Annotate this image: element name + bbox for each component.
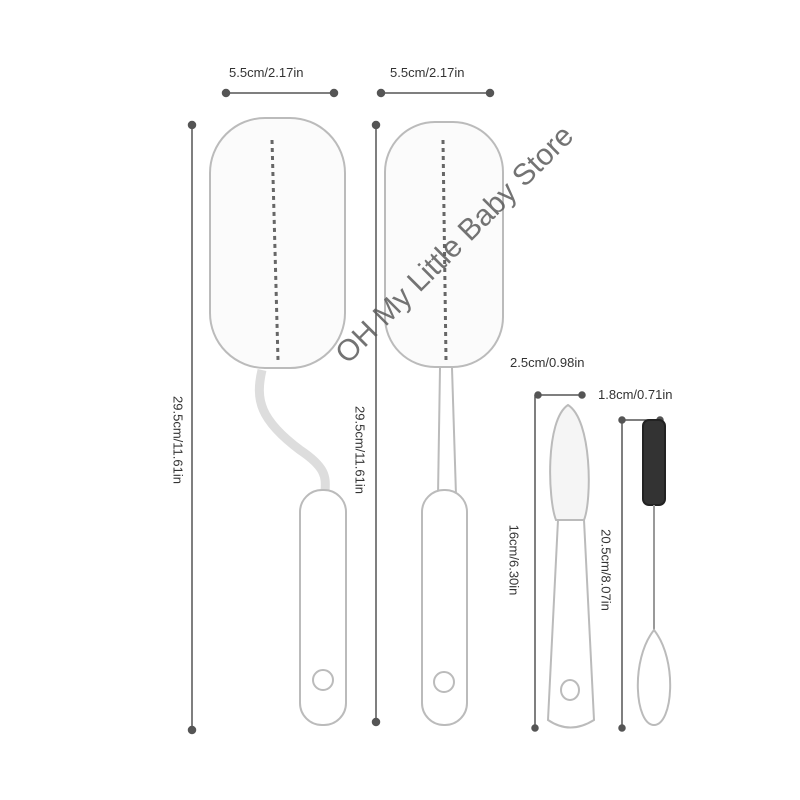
- brush4-length-label: 20.5cm/8.07in: [598, 529, 614, 611]
- brush-1: [209, 117, 347, 726]
- brush2-width-label: 5.5cm/2.17in: [390, 65, 465, 80]
- brush3-width-label: 2.5cm/0.98in: [510, 355, 585, 370]
- brush3-length-label: 16cm/6.30in: [506, 524, 522, 596]
- brush-4: [636, 419, 672, 727]
- brush1-length-label: 29.5cm/11.61in: [170, 396, 186, 484]
- brush2-length-label: 29.5cm/11.61in: [352, 406, 368, 494]
- brush4-width-label: 1.8cm/0.71in: [598, 387, 673, 402]
- brush1-width-label: 5.5cm/2.17in: [229, 65, 304, 80]
- brush-3: [546, 403, 596, 729]
- measurement-lines: [187, 88, 664, 735]
- brush-2: [384, 121, 504, 726]
